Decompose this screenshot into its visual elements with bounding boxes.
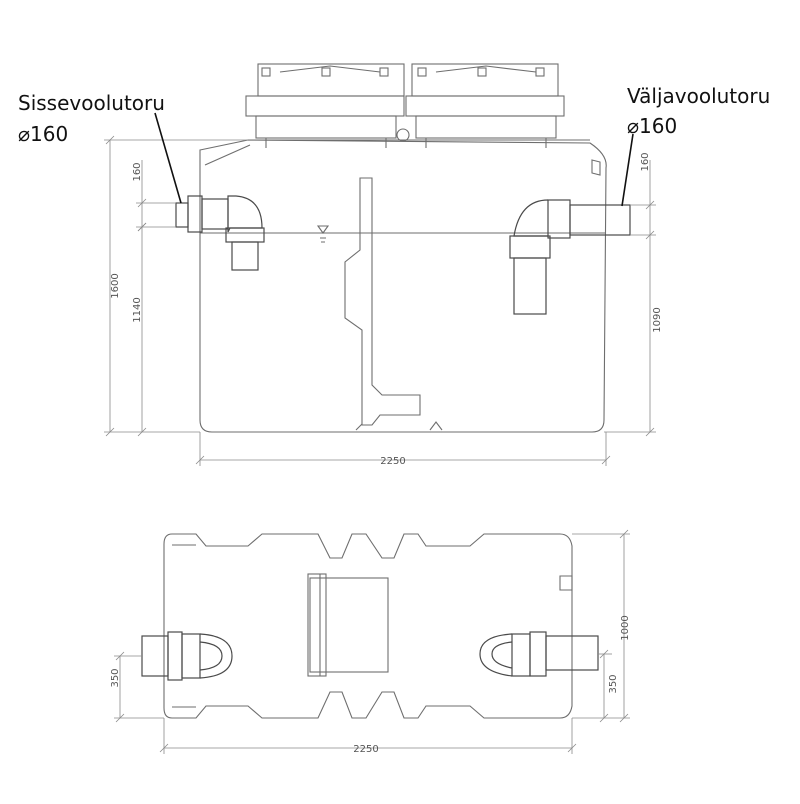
outlet-pipe-side [509,199,631,315]
dim-top-length [159,718,577,754]
dim-text-side-length: 2250 [380,456,405,467]
outlet-label-pointer [621,133,634,207]
tank-top-outline [163,533,573,719]
outlet-pipe-top [479,631,599,677]
inlet-pipe-side [175,195,265,271]
dim-text-side-outlet-pipe: 160 [640,152,651,171]
dim-inlet-pipe [136,160,176,232]
dim-total-height [104,135,248,437]
outlet-pipe-label: Väljavoolutoru [627,84,771,108]
inlet-pipe-label: Sissevoolutoru [18,91,165,115]
dim-top-inlet-offset [114,651,164,723]
tank-body-outline [199,139,607,433]
tank-shoulder-left [204,144,251,166]
dim-text-top-width: 1000 [620,615,631,640]
dim-text-side-inlet-pipe: 160 [132,162,143,181]
dim-text-top-outlet-offset: 350 [608,674,619,693]
outlet-diameter-label: ⌀160 [627,114,678,138]
dim-top-width [572,529,630,723]
dim-top-outlet-offset [598,649,612,723]
dim-inlet-height [137,222,147,437]
manhole-cover-left [245,63,405,148]
manhole-cover-right [405,63,565,148]
dim-text-side-total-height: 1600 [110,273,121,298]
dim-text-side-inlet-height: 1140 [132,297,143,322]
dim-text-top-inlet-offset: 350 [110,668,121,687]
top-view: 1000 350 350 2250 [110,529,631,755]
inlet-diameter-label: ⌀160 [18,122,69,146]
partition-block [307,573,389,677]
baffle-wall [344,177,421,426]
water-level-symbol [316,225,330,243]
dim-text-top-length: 2250 [353,744,378,755]
inlet-label-pointer [154,112,182,204]
inlet-pipe-top [141,631,233,681]
side-view: 1600 160 1140 160 1090 2250 [104,63,663,467]
dim-side-length [195,432,611,466]
dim-outlet-height [604,235,656,437]
dim-text-side-outlet-height: 1090 [652,307,663,332]
